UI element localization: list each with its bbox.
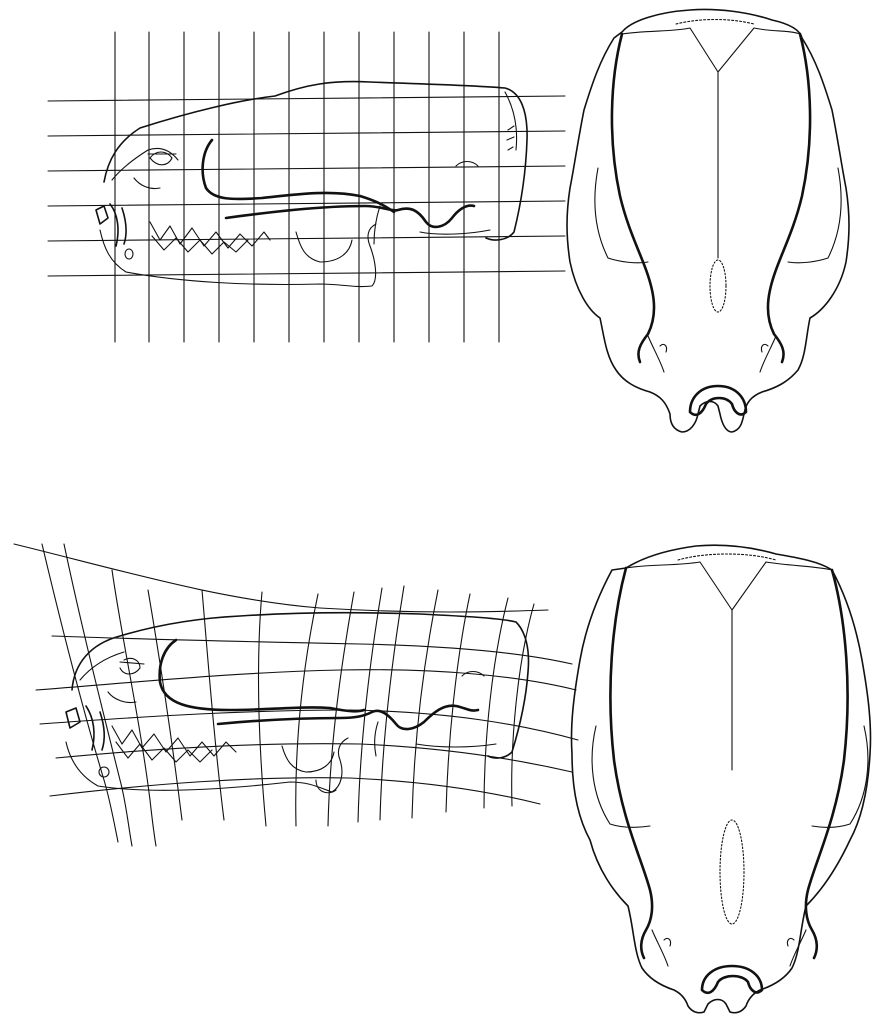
mental-foramen-deformed [99,767,109,777]
zygomatic-arch [226,206,474,227]
incisors [96,204,126,246]
dorsal-skull-top-panel [567,9,849,432]
dorsal-frontal-suture-bottom [626,562,832,610]
occipital-ridge [505,92,517,150]
dorsal-braincase-left-bottom [610,568,652,958]
dorsal-premaxilla-details [648,336,776,372]
dorsal-skull-bottom-panel [571,545,870,1012]
dorsal-nasal-stipple-bottom [720,820,744,924]
lateral-skull-rectilinear-panel [48,32,565,342]
dorsal-zygoma-left [595,168,648,263]
dorsal-nasal-stipple [710,260,726,312]
dorsal-braincase-left [612,34,654,362]
orbit-margin [203,140,394,212]
dorsal-occipital-crest-bottom [678,554,776,560]
deformed-grid [14,544,578,846]
rectilinear-grid [48,32,565,342]
lateral-skull-outline-deformed [66,613,529,793]
orbit-margin-deformed [160,640,364,711]
dorsal-rostrum-notch-bottom [702,966,762,993]
nasal-region [112,148,178,180]
dorsal-braincase-right [768,34,810,362]
nasal-region-deformed [80,652,140,680]
dorsal-occipital-crest [676,20,754,25]
dorsal-frontal-suture [622,28,800,72]
grid-horizontals [48,96,565,276]
dorsal-zygoma-left-bottom [592,726,650,827]
lateral-skull-deformed-panel [14,544,578,846]
mental-foramen [125,249,133,259]
upper-toothrow [150,222,270,248]
dorsal-zygoma-right-bottom [812,726,868,827]
mandible-outline-deformed [66,738,348,792]
lateral-skull-outline [96,82,527,287]
dorsal-premaxilla-details-bottom [652,930,806,966]
mandible-outline [100,224,376,287]
grid-verticals [115,32,499,342]
deformed-grid-verticals [42,544,534,846]
